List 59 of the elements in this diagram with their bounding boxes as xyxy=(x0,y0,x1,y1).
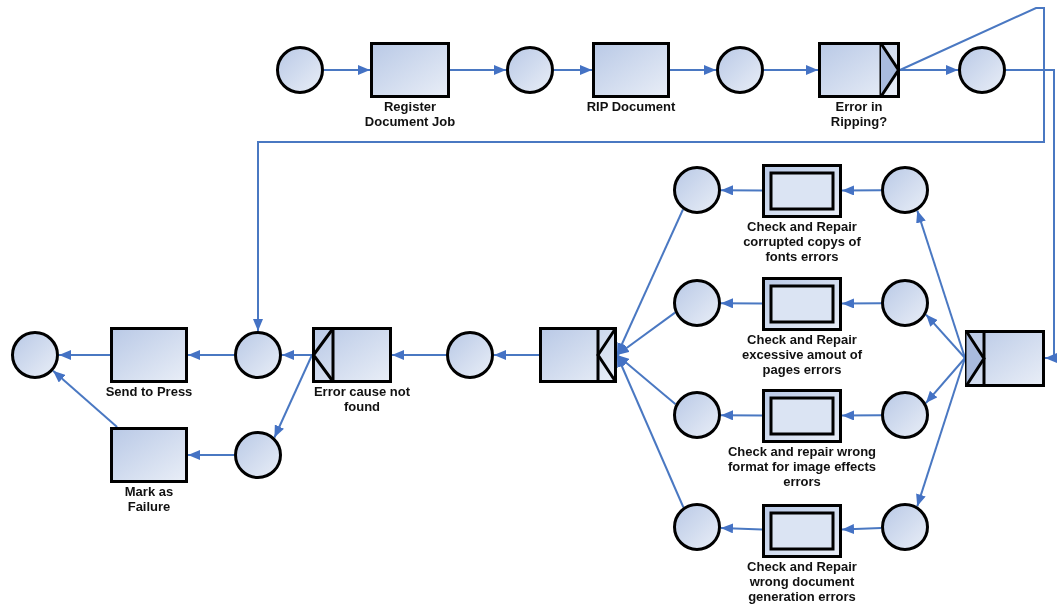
arrow xyxy=(924,357,966,405)
arrow xyxy=(841,185,882,196)
arrow xyxy=(720,410,763,421)
gateway-box xyxy=(965,329,1045,387)
task-label: Register Document Job xyxy=(364,99,456,129)
arrow xyxy=(916,209,966,359)
arrow xyxy=(58,350,111,360)
arrow xyxy=(553,65,593,75)
event-circle xyxy=(673,391,721,439)
task-label: Mark as Failure xyxy=(123,484,175,514)
task-label: Send to Press xyxy=(104,384,194,399)
arrow xyxy=(187,350,235,360)
arrow xyxy=(1005,69,1057,363)
arrow xyxy=(720,185,763,196)
event-circle xyxy=(234,431,282,479)
arrow xyxy=(616,354,677,406)
event-circle xyxy=(881,391,929,439)
arrow xyxy=(187,450,235,460)
arrow xyxy=(616,311,676,356)
event-circle xyxy=(11,331,59,379)
arrow xyxy=(52,369,119,428)
event-circle xyxy=(958,46,1006,94)
arrow xyxy=(616,354,685,509)
arrow xyxy=(273,354,313,439)
arrow xyxy=(763,65,819,75)
event-circle xyxy=(881,279,929,327)
event-circle xyxy=(276,46,324,94)
arrow xyxy=(916,357,966,508)
task-label: Check and Repair excessive amout of pages errors xyxy=(741,332,863,377)
task-label: Check and Repair corrupted copys of fonts errors xyxy=(742,219,862,264)
arrow xyxy=(323,65,371,75)
arrow xyxy=(899,65,959,75)
task-label: Check and repair wrong format for image effects errors xyxy=(727,444,877,489)
arrow xyxy=(281,350,313,360)
event-circle xyxy=(881,166,929,214)
event-circle xyxy=(673,503,721,551)
arrow xyxy=(720,298,763,309)
arrow xyxy=(669,65,717,75)
arrow xyxy=(391,350,447,360)
arrow xyxy=(720,523,763,534)
event-circle xyxy=(506,46,554,94)
arrow xyxy=(449,65,507,75)
arrow xyxy=(493,350,540,360)
event-circle xyxy=(881,503,929,551)
arrow xyxy=(841,410,882,421)
event-circle xyxy=(673,166,721,214)
arrow xyxy=(841,524,882,534)
arrow xyxy=(925,313,966,359)
event-circle xyxy=(234,331,282,379)
task-label: Check and Repair wrong document generation errors xyxy=(746,559,858,604)
arrow xyxy=(616,208,684,356)
event-circle xyxy=(673,279,721,327)
task-label: RIP Document xyxy=(585,99,677,114)
gateway-box xyxy=(539,327,617,383)
event-circle xyxy=(446,331,494,379)
arrow xyxy=(841,298,882,309)
task-label: Error in Ripping? xyxy=(829,99,889,129)
event-circle xyxy=(716,46,764,94)
arrow xyxy=(253,7,1045,332)
